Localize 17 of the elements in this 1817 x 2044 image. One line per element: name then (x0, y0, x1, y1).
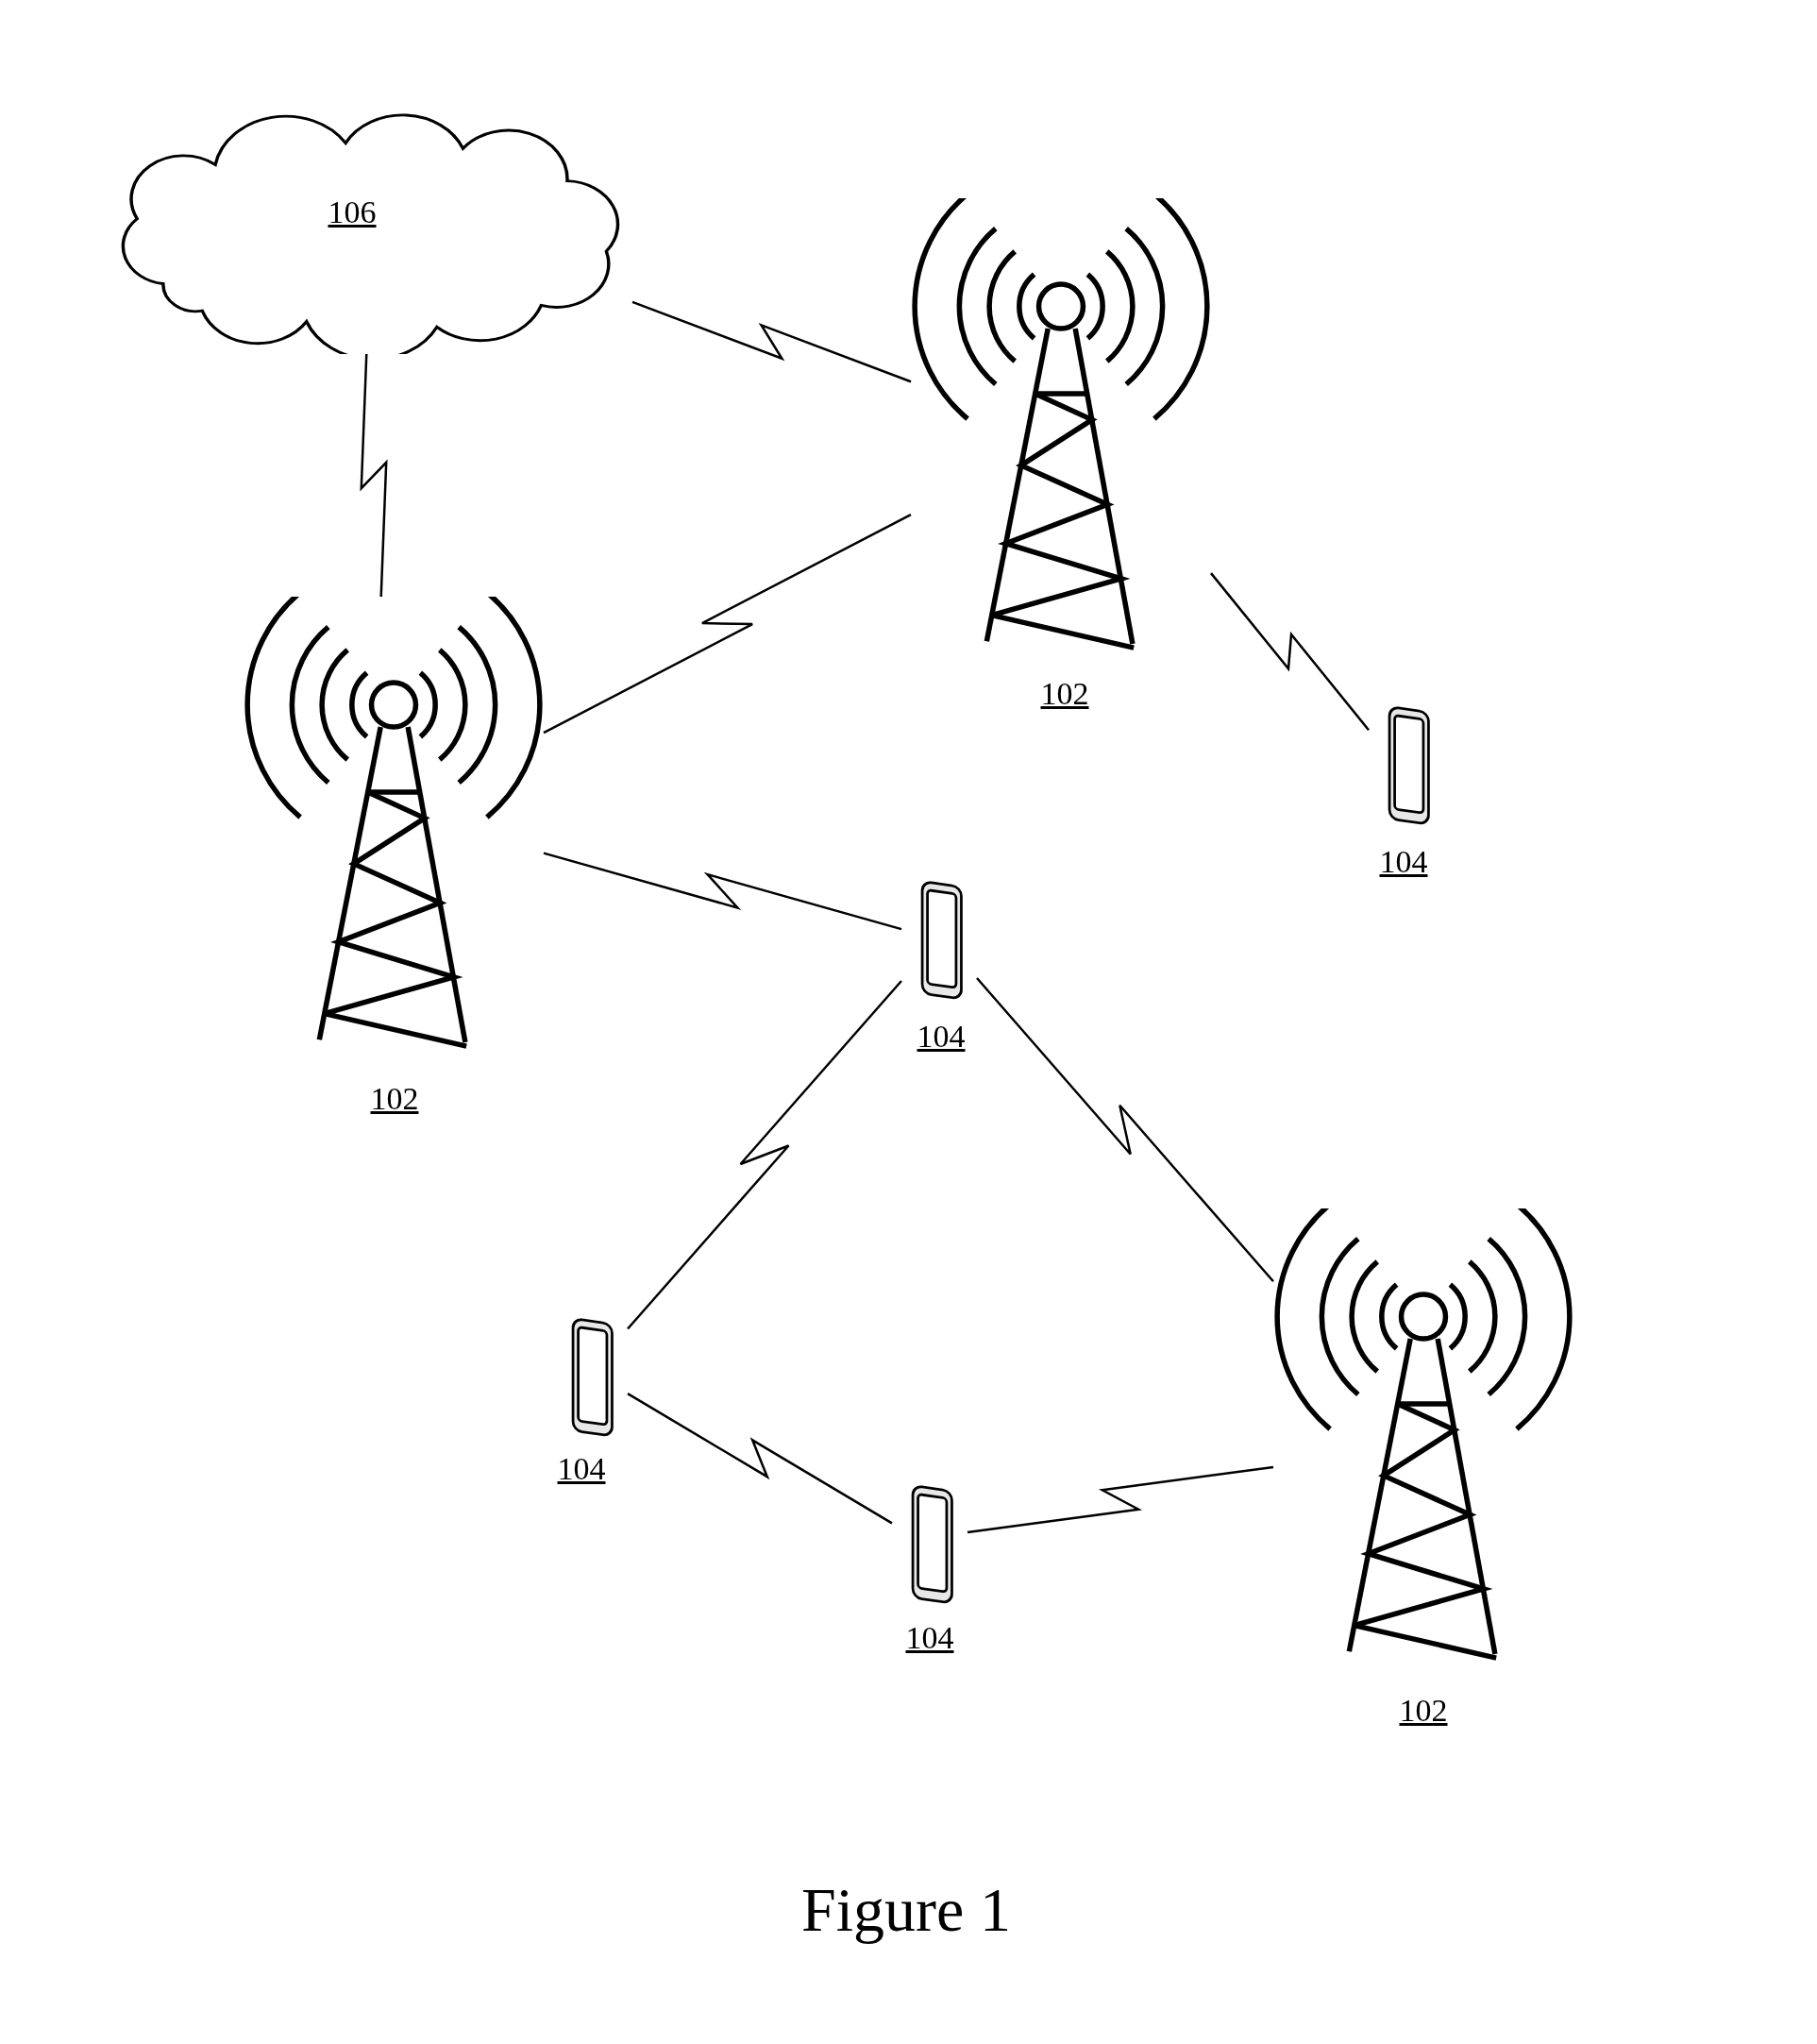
reference-number: 104 (917, 1021, 966, 1053)
wireless-link (360, 353, 388, 598)
reference-number: 104 (905, 1622, 954, 1654)
wireless-link (543, 852, 902, 931)
reference-number: 106 (328, 196, 377, 228)
wireless-link (967, 1465, 1274, 1534)
reference-number: 102 (1399, 1695, 1448, 1727)
reference-number: 104 (557, 1453, 606, 1485)
wireless-link (543, 513, 912, 735)
wireless-link (1210, 572, 1370, 731)
reference-number: 102 (1040, 678, 1089, 710)
reference-number: 104 (1379, 846, 1428, 878)
wireless-link (627, 980, 902, 1330)
wireless-link (976, 977, 1274, 1283)
reference-number: 102 (370, 1083, 419, 1115)
wireless-link (627, 1393, 893, 1525)
wireless-link (631, 300, 912, 383)
